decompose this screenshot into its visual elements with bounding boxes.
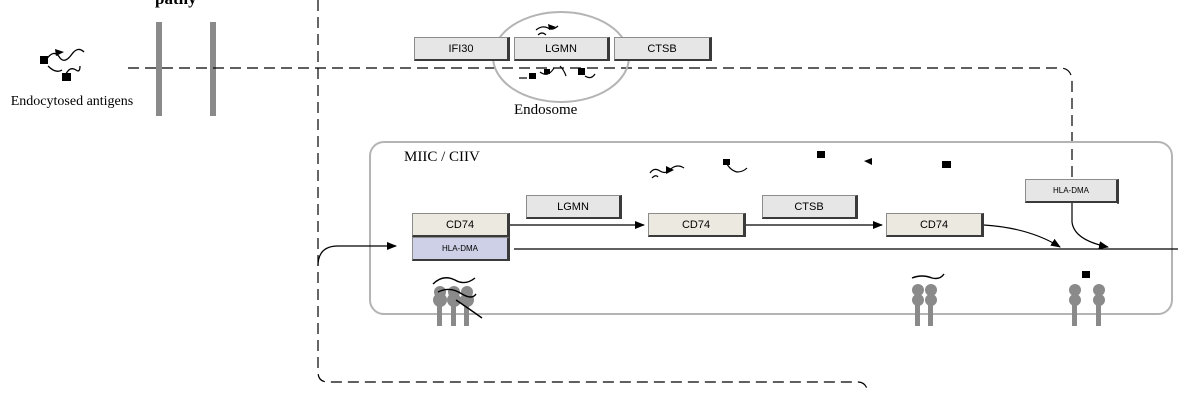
endosome-antigen-fragments: [519, 25, 596, 79]
label-miic-ciiv: MIIC / CIIV: [404, 149, 480, 165]
gene-cd74-initial[interactable]: CD74: [412, 213, 510, 237]
top-title-partial: pathy: [155, 0, 197, 8]
gene-hla-dma-loading[interactable]: HLA-DMA: [1025, 179, 1119, 203]
label-endocytosed-antigens: Endocytosed antigens: [10, 94, 134, 109]
invariant-chain-coil: [432, 277, 483, 319]
membrane-bar-left: [156, 22, 162, 116]
mhc-molecule-middle: [912, 284, 937, 326]
miic-peptide-fragments: [649, 159, 748, 179]
miic-peptide-blocks: [666, 151, 1090, 278]
gene-cd74-cleaved[interactable]: CD74: [648, 213, 746, 237]
gene-ctsb-endosome[interactable]: CTSB: [614, 37, 712, 61]
gene-lgmn-endosome[interactable]: LGMN: [514, 37, 610, 61]
mhc-molecule-left: [433, 286, 474, 326]
dashed-recycling-path: [317, 0, 869, 393]
gene-hla-dma-initial[interactable]: HLA-DMA: [412, 237, 510, 261]
arrow-to-loading: [983, 224, 1061, 248]
gene-lgmn-miic[interactable]: LGMN: [526, 195, 622, 219]
miic-compartment-outline: [369, 141, 1173, 315]
mhc-molecule-right: [1069, 284, 1105, 326]
arrow-hla-dma-to-loading: [1071, 200, 1109, 250]
endocytosed-antigen-glyph: [40, 48, 85, 81]
dashed-antigen-path: [128, 67, 1073, 178]
label-endosome: Endosome: [514, 102, 578, 118]
endosome-antigen-blocks: [529, 24, 585, 79]
gene-ctsb-miic[interactable]: CTSB: [762, 195, 858, 219]
membrane-bar-right: [210, 22, 216, 116]
gene-cd74-clip[interactable]: CD74: [886, 213, 984, 237]
clip-peptide: [911, 273, 945, 280]
entry-arrow: [317, 242, 397, 267]
gene-ifi30[interactable]: IFI30: [414, 37, 510, 61]
